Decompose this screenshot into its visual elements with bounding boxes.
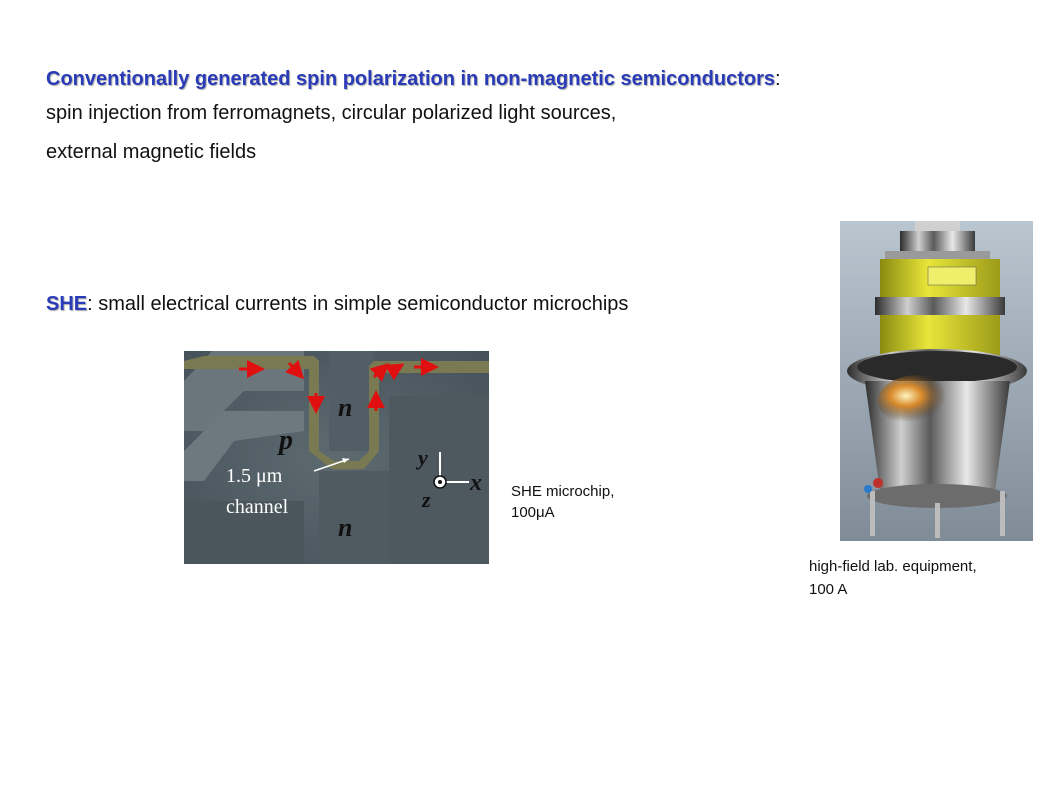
channel-label: channel <box>226 496 289 518</box>
heading-highlight: Conventionally generated spin polarizati… <box>46 68 775 90</box>
x-axis-label: x <box>469 470 482 496</box>
microchip-caption: SHE microchip, 100μA <box>511 481 614 523</box>
equipment-caption-line-1: high-field lab. equipment, <box>809 558 977 575</box>
heading-line-1: Conventionally generated spin polarizati… <box>46 68 781 91</box>
equipment-caption: high-field lab. equipment, 100 A <box>809 555 977 601</box>
she-line: SHE: small electrical currents in simple… <box>46 293 628 316</box>
microchip-caption-line-1: SHE microchip, <box>511 483 615 500</box>
n-bottom-label: n <box>338 513 352 542</box>
she-description: : small electrical currents in simple se… <box>87 293 629 315</box>
high-field-equipment-photo <box>840 221 1033 541</box>
z-axis-label: z <box>421 487 431 512</box>
heading-line-3: external magnetic fields <box>46 141 257 163</box>
she-microchip-image: n n p y x z 1.5 μm channel <box>184 351 489 564</box>
p-label: p <box>277 425 293 456</box>
channel-width-label: 1.5 μm <box>226 465 283 487</box>
microchip-caption-line-2: 100μA <box>511 504 555 521</box>
y-axis-label: y <box>415 445 428 470</box>
heading-colon: : <box>774 68 781 90</box>
equipment-caption-line-2: 100 A <box>809 581 848 598</box>
she-highlight: SHE <box>46 293 88 315</box>
heading-line-2: spin injection from ferromagnets, circul… <box>46 102 617 124</box>
n-top-label: n <box>338 393 352 422</box>
